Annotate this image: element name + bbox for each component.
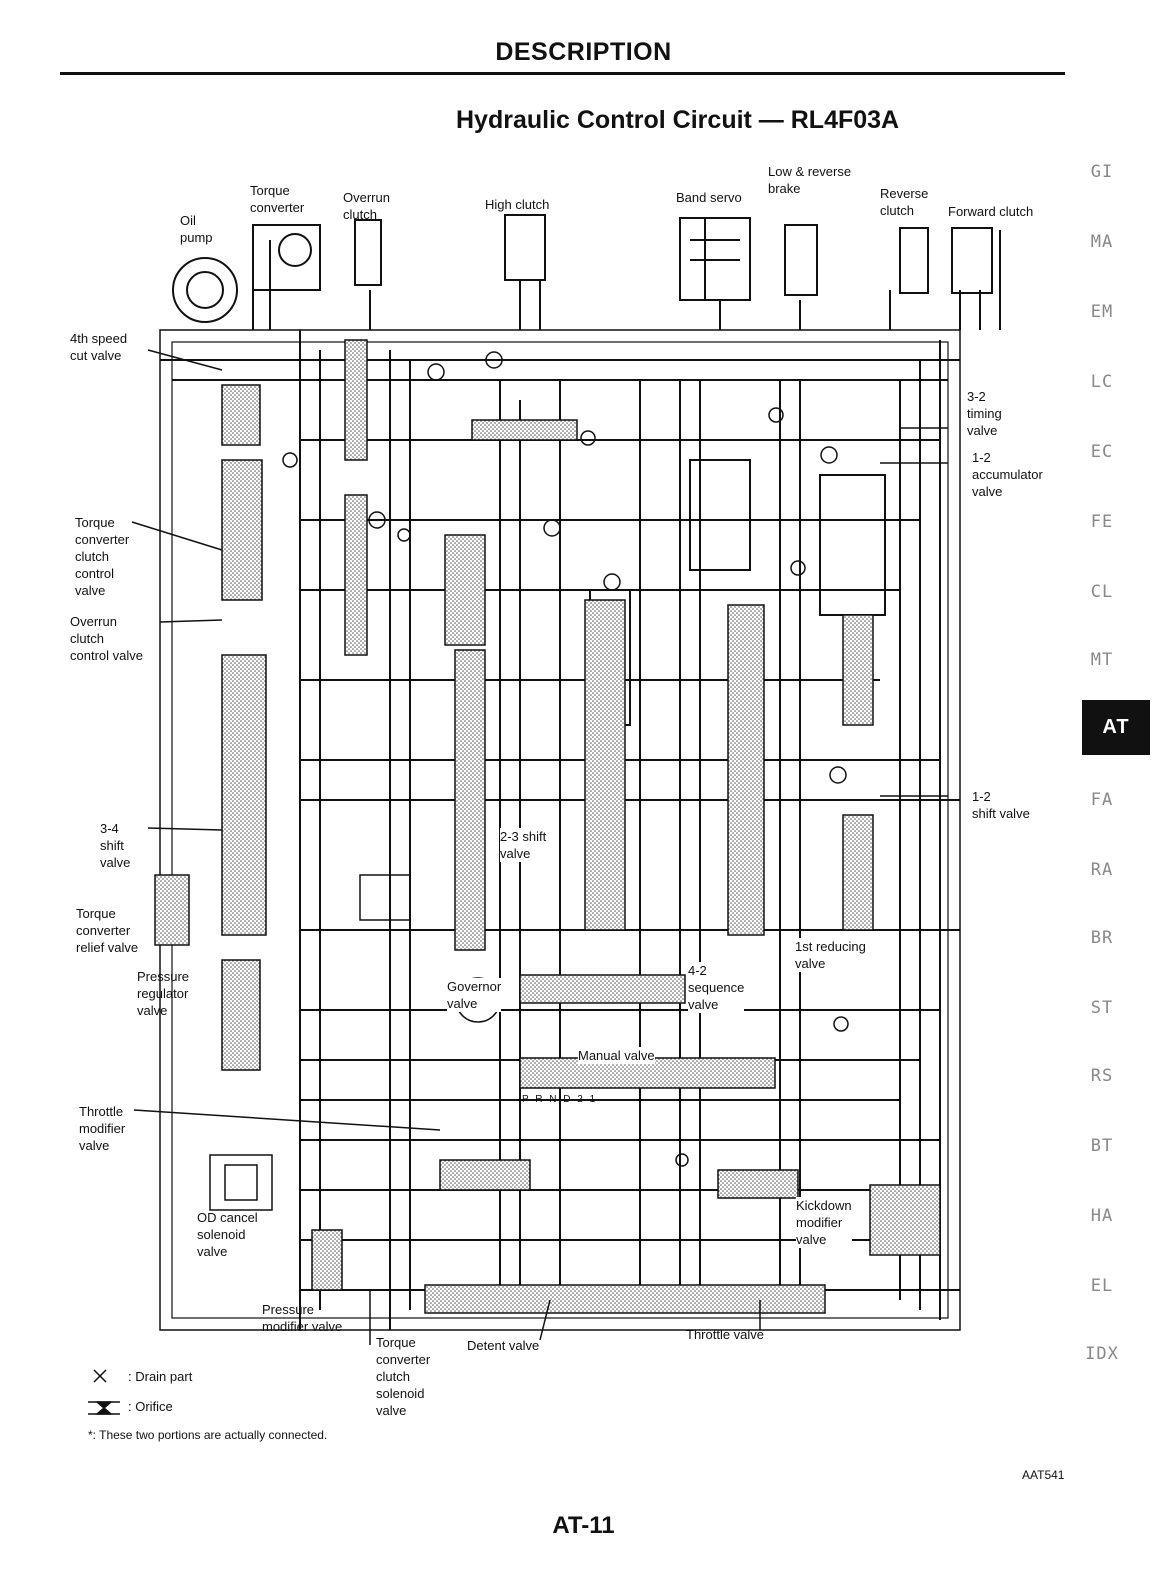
side-tab-gi[interactable]: GI bbox=[1090, 162, 1114, 182]
side-tab-ec[interactable]: EC bbox=[1090, 442, 1114, 462]
header-rule bbox=[60, 72, 1065, 75]
side-tab-at[interactable]: AT bbox=[1082, 700, 1150, 755]
label-pressure-modifier-valve: Pressure modifier valve bbox=[262, 1302, 343, 1334]
label-4th-speed-cut-valve: 4th speed cut valve bbox=[70, 331, 128, 363]
label-reverse-clutch: Reverse clutch bbox=[880, 186, 929, 218]
side-tab-ra[interactable]: RA bbox=[1090, 860, 1114, 880]
side-tab-ha[interactable]: HA bbox=[1090, 1206, 1114, 1226]
label-manual-positions: P R N D 2 1 bbox=[522, 1094, 598, 1105]
side-tab-fa[interactable]: FA bbox=[1090, 790, 1114, 810]
figure-code: AAT541 bbox=[1022, 1468, 1065, 1482]
label-band-servo: Band servo bbox=[676, 190, 742, 205]
label-throttle-modifier-valve: Throttle modifier valve bbox=[79, 1104, 126, 1153]
side-tab-rs[interactable]: RS bbox=[1090, 1066, 1114, 1086]
label-forward-clutch: Forward clutch bbox=[948, 204, 1034, 219]
label-overrun-clutch: Overrun clutch bbox=[343, 190, 390, 222]
label-governor-valve: Governor valve bbox=[447, 978, 502, 1012]
label-tcc-solenoid-valve: Torque converter clutch solenoid valve bbox=[376, 1335, 431, 1418]
page-number: AT-11 bbox=[552, 1512, 615, 1539]
side-tab-em[interactable]: EM bbox=[1090, 302, 1114, 322]
side-tab-el[interactable]: EL bbox=[1090, 1276, 1114, 1296]
label-oil-pump: Oil pump bbox=[180, 213, 213, 245]
label-detent-valve: Detent valve bbox=[467, 1338, 540, 1353]
label-1-2-shift-valve: 1-2 shift valve bbox=[972, 789, 1030, 821]
diagram-title: Hydraulic Control Circuit — RL4F03A bbox=[456, 106, 900, 134]
label-torque-converter: Torque converter bbox=[250, 183, 305, 215]
side-tab-cl[interactable]: CL bbox=[1090, 582, 1114, 602]
side-tab-lc[interactable]: LC bbox=[1090, 372, 1114, 392]
label-tcc-control-valve: Torque converter clutch control valve bbox=[75, 515, 130, 598]
side-tab-bt[interactable]: BT bbox=[1090, 1136, 1114, 1156]
legend-orifice-label: : Orifice bbox=[128, 1399, 173, 1414]
label-1-2-accumulator-valve: 1-2 accumulator valve bbox=[972, 450, 1043, 499]
label-overrun-clutch-control-valve: Overrun clutch control valve bbox=[70, 614, 143, 663]
legend-drain-label: : Drain part bbox=[128, 1369, 193, 1384]
label-manual-valve: Manual valve bbox=[578, 1047, 655, 1064]
side-tab-mt[interactable]: MT bbox=[1090, 650, 1114, 670]
label-low-reverse-brake: Low & reverse brake bbox=[768, 164, 852, 196]
side-tab-idx[interactable]: IDX bbox=[1085, 1344, 1119, 1364]
section-title: DESCRIPTION bbox=[495, 38, 672, 66]
label-kickdown-modifier-valve: Kickdown modifier valve bbox=[796, 1197, 852, 1248]
label-3-4-shift-valve: 3-4 shift valve bbox=[100, 821, 131, 870]
side-tab-ma[interactable]: MA bbox=[1090, 232, 1114, 252]
label-1st-reducing-valve: 1st reducing valve bbox=[795, 938, 866, 972]
label-2-3-shift-valve: 2-3 shift valve bbox=[500, 828, 547, 862]
label-high-clutch: High clutch bbox=[485, 197, 550, 212]
label-pressure-regulator-valve: Pressure regulator valve bbox=[137, 969, 190, 1018]
side-tab-fe[interactable]: FE bbox=[1090, 512, 1114, 532]
label-tc-relief-valve: Torque converter relief valve bbox=[76, 906, 139, 955]
legend-note: *: These two portions are actually conne… bbox=[88, 1428, 328, 1442]
side-tab-st[interactable]: ST bbox=[1090, 998, 1114, 1018]
label-throttle-valve: Throttle valve bbox=[686, 1327, 765, 1342]
label-od-cancel-solenoid-valve: OD cancel solenoid valve bbox=[197, 1210, 258, 1259]
side-tab-br[interactable]: BR bbox=[1090, 928, 1114, 948]
label-4-2-sequence-valve: 4-2 sequence valve bbox=[688, 962, 745, 1013]
label-3-2-timing-valve: 3-2 timing valve bbox=[967, 389, 1002, 438]
